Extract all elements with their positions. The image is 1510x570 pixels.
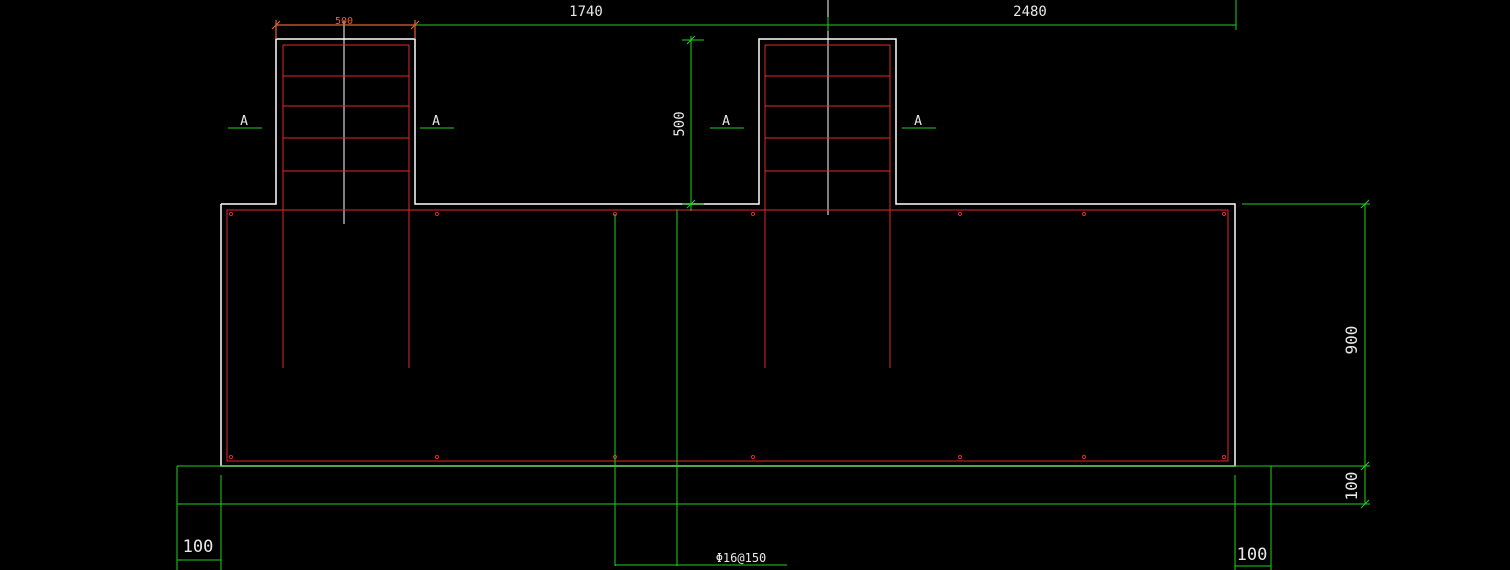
section-mark-a-3: A: [722, 114, 730, 129]
dim-label-900: 900: [1342, 326, 1361, 355]
concrete-outline: [220, 38, 1236, 467]
section-mark-a-4: A: [914, 114, 922, 129]
rebar-dots: [228, 211, 1227, 460]
section-mark-a-1: A: [240, 114, 248, 129]
dim-label-100-left: 100: [183, 537, 214, 557]
dim-label-100-right: 100: [1237, 545, 1268, 565]
pier-height-dimension: [682, 35, 704, 211]
dim-label-500-vertical: 500: [672, 111, 688, 136]
top-dimension-chain: [276, 0, 1237, 31]
wall-rebar-cage: [226, 209, 1229, 462]
dim-label-500-top: 500: [335, 16, 353, 27]
base-lines: [176, 210, 1370, 570]
top-dim-500-marks: [271, 20, 420, 39]
dim-label-1740: 1740: [569, 4, 603, 20]
dim-label-100-right-vertical: 100: [1342, 472, 1361, 501]
right-pier-rebar: [764, 44, 891, 368]
rebar-callout: Φ16@150: [716, 551, 767, 565]
section-mark-a-2: A: [432, 114, 440, 129]
dim-label-2480: 2480: [1013, 4, 1047, 20]
left-pier-rebar: [282, 44, 410, 368]
